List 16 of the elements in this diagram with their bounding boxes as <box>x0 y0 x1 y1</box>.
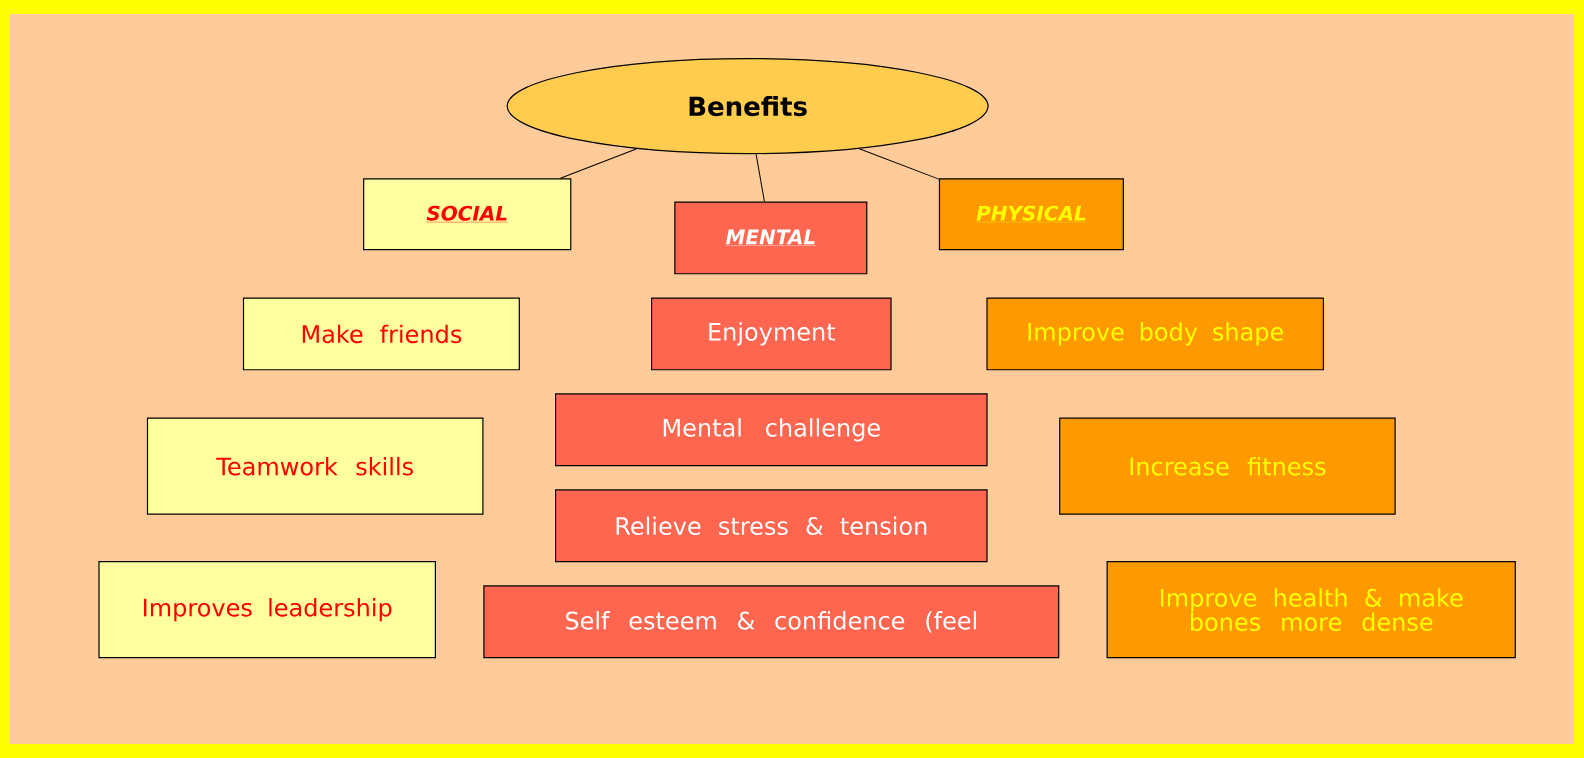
benefit-box: Enjoyment <box>651 297 892 371</box>
benefit-box: Teamwork skills <box>146 417 484 515</box>
benefit-box: Make friends <box>242 297 520 371</box>
category-box: SOCIAL <box>363 178 572 251</box>
benefit-box: Self esteem & confidence (feel <box>483 585 1060 659</box>
category-box: PHYSICAL <box>938 178 1124 251</box>
benefit-box: Improve health & make bones more dense <box>1106 561 1516 659</box>
connector-line <box>858 148 940 180</box>
benefit-box: Improves leadership <box>98 561 436 659</box>
connector-line <box>755 153 765 202</box>
benefit-box: Improve body shape <box>986 297 1324 371</box>
benefit-box: Increase fitness <box>1059 417 1396 515</box>
connector-line <box>559 148 638 179</box>
benefit-box: Relieve stress & tension <box>555 489 988 563</box>
benefit-box: Mental challenge <box>555 393 988 467</box>
category-box: MENTAL <box>674 201 868 275</box>
